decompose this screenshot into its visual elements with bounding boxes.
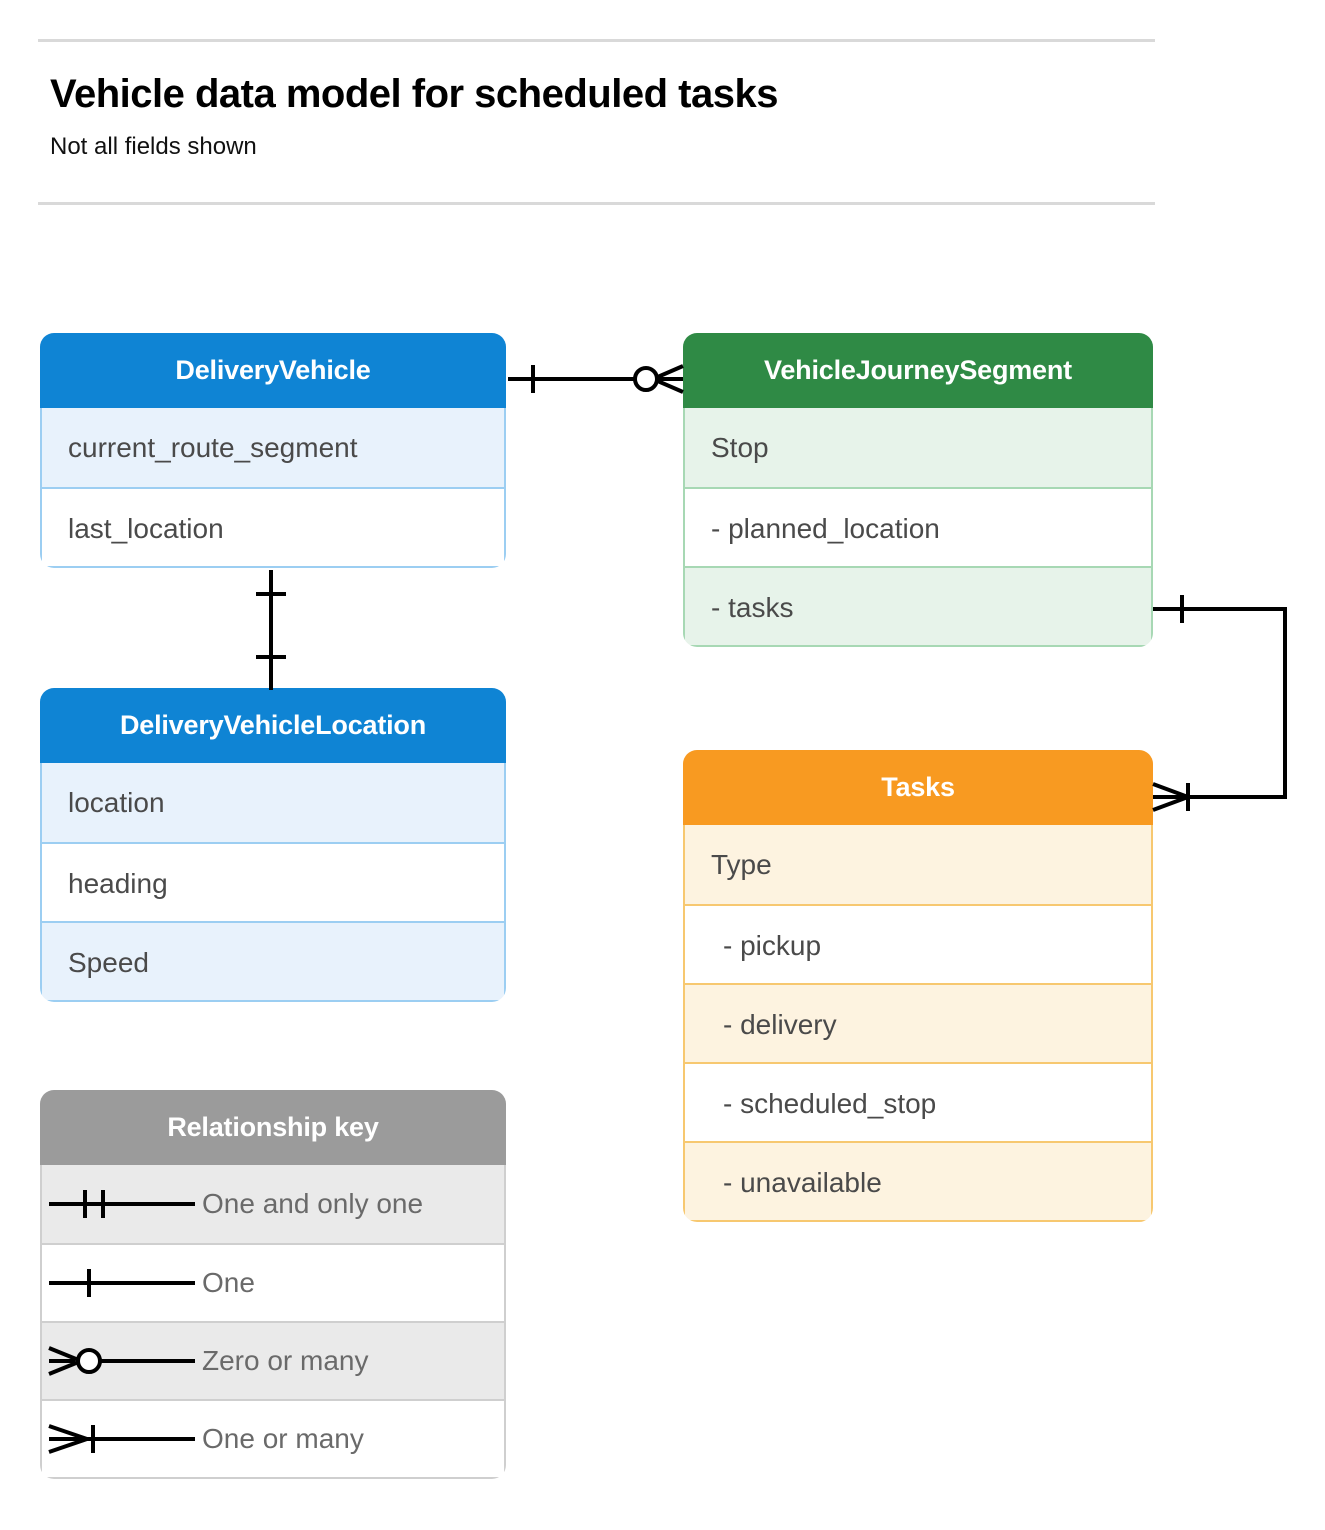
- field-row: - pickup: [685, 904, 1151, 983]
- relationship-key-legend: Relationship key One and only one: [40, 1090, 506, 1479]
- legend-item-one-or-many: One or many: [42, 1399, 504, 1477]
- legend-item-label: One: [202, 1267, 255, 1298]
- one-or-many-icon: [42, 1419, 202, 1459]
- entity-header-tasks: Tasks: [683, 750, 1153, 825]
- page-subtitle: Not all fields shown: [50, 133, 257, 160]
- header-rule-top: [38, 39, 1155, 42]
- entity-fields-vehicle-journey-segment: Stop - planned_location - tasks: [683, 408, 1153, 647]
- legend-title: Relationship key: [40, 1090, 506, 1165]
- entity-tasks[interactable]: Tasks Type - pickup - delivery - schedul…: [683, 750, 1153, 1222]
- field-row: - unavailable: [685, 1141, 1151, 1220]
- field-row: Stop: [685, 408, 1151, 487]
- header-rule-bottom: [38, 202, 1155, 205]
- field-row: - planned_location: [685, 487, 1151, 566]
- field-row: Type: [685, 825, 1151, 904]
- field-row: - scheduled_stop: [685, 1062, 1151, 1141]
- field-row: location: [42, 763, 504, 842]
- entity-vehicle-journey-segment[interactable]: VehicleJourneySegment Stop - planned_loc…: [683, 333, 1153, 647]
- field-row: Speed: [42, 921, 504, 1000]
- entity-header-delivery-vehicle: DeliveryVehicle: [40, 333, 506, 408]
- legend-item-label: One and only one: [202, 1188, 424, 1219]
- legend-item-one: One: [42, 1243, 504, 1321]
- legend-item-zero-or-many: Zero or many: [42, 1321, 504, 1399]
- zero-or-many-icon: [42, 1341, 202, 1381]
- legend-item-one-and-only-one: One and only one: [42, 1165, 504, 1243]
- entity-delivery-vehicle[interactable]: DeliveryVehicle current_route_segment la…: [40, 333, 506, 568]
- legend-rows: One and only one One: [40, 1165, 506, 1479]
- connector-vehicle-to-vehicle-location: [256, 570, 286, 690]
- one-icon: [42, 1263, 202, 1303]
- field-row: heading: [42, 842, 504, 921]
- legend-item-label: One or many: [202, 1423, 364, 1454]
- field-row: - tasks: [685, 566, 1151, 645]
- entity-header-vehicle-journey-segment: VehicleJourneySegment: [683, 333, 1153, 408]
- page-title: Vehicle data model for scheduled tasks: [50, 72, 778, 116]
- connector-vehicle-to-journey-segment: [508, 364, 684, 394]
- one-and-only-one-icon: [42, 1184, 202, 1224]
- entity-fields-tasks: Type - pickup - delivery - scheduled_sto…: [683, 825, 1153, 1222]
- entity-delivery-vehicle-location[interactable]: DeliveryVehicleLocation location heading…: [40, 688, 506, 1002]
- entity-header-delivery-vehicle-location: DeliveryVehicleLocation: [40, 688, 506, 763]
- field-row: current_route_segment: [42, 408, 504, 487]
- entity-fields-delivery-vehicle-location: location heading Speed: [40, 763, 506, 1002]
- field-row: last_location: [42, 487, 504, 566]
- entity-fields-delivery-vehicle: current_route_segment last_location: [40, 408, 506, 568]
- field-row: - delivery: [685, 983, 1151, 1062]
- connector-journey-segment-tasks-to-tasks: [1152, 595, 1287, 812]
- legend-item-label: Zero or many: [202, 1345, 369, 1376]
